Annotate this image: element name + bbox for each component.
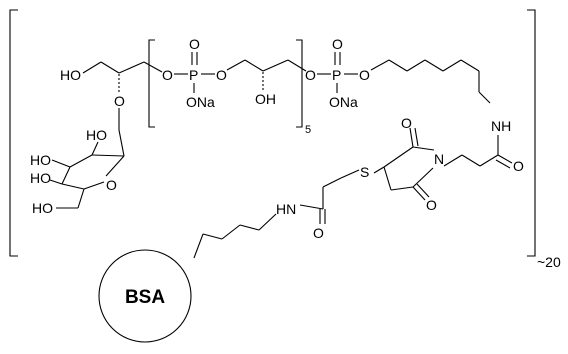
atom-ho-top: HO: [60, 67, 81, 83]
bond: [91, 141, 99, 156]
backbone: HO O O P O ONa O OH O P O ONa O: [60, 36, 370, 110]
bond: [443, 154, 463, 167]
atom-s-thioether: S: [360, 164, 369, 180]
atom-o-double-1: O: [189, 36, 200, 52]
inner-bracket-right: [296, 39, 303, 128]
atom-o-carbonyl-2: O: [313, 225, 324, 241]
bond: [143, 61, 163, 73]
bond: [478, 91, 491, 104]
atom-o-ester-2: O: [305, 67, 316, 83]
bond: [412, 167, 434, 188]
bond-double: [416, 183, 430, 198]
atom-o-link-2: O: [359, 67, 370, 83]
bond: [340, 169, 360, 179]
atom-nh-amide-1: NH: [491, 118, 511, 134]
bond: [118, 129, 125, 157]
bond: [51, 159, 71, 168]
bond: [262, 59, 289, 72]
atom-ho-sugar-3: HO: [30, 170, 51, 186]
bond: [83, 181, 105, 190]
atom-n-maleimide: N: [434, 151, 444, 167]
bond: [258, 213, 277, 231]
outer-bracket-right: [527, 9, 536, 257]
atom-ona-2: ONa: [329, 94, 358, 110]
bond: [193, 233, 204, 259]
bond: [287, 59, 307, 72]
atom-o-ester-1: O: [162, 67, 173, 83]
bond: [118, 61, 145, 74]
atom-o-glyco: O: [114, 93, 125, 109]
bond: [442, 59, 462, 72]
bond-double: [412, 186, 426, 201]
thioether-linker: S O HN: [193, 164, 369, 259]
bond: [61, 166, 71, 185]
inner-bracket-left: [148, 39, 155, 128]
atom-ona-1: ONa: [186, 94, 215, 110]
bond: [69, 154, 93, 168]
bond: [239, 224, 260, 231]
outer-repeat-count: ~20: [537, 254, 561, 270]
atom-ho-sugar-4: HO: [32, 200, 53, 216]
bond: [77, 188, 85, 209]
bond: [388, 59, 408, 72]
bond: [82, 61, 102, 74]
bond: [244, 59, 264, 72]
atom-o-carbonyl-1: O: [513, 158, 524, 174]
atom-ho-sugar-2: HO: [30, 152, 51, 168]
outer-bracket-left: [9, 9, 18, 257]
bond: [202, 233, 223, 240]
atom-o-ring: O: [106, 177, 117, 193]
bond: [221, 224, 241, 240]
atom-p-1: P: [189, 67, 198, 83]
bond: [91, 154, 125, 157]
bond-double: [497, 154, 513, 164]
bsa-label: BSA: [125, 287, 165, 308]
inner-repeat-bracket: 5: [148, 39, 311, 136]
bond: [105, 155, 125, 177]
bond: [383, 166, 392, 191]
bond: [406, 59, 426, 72]
bond: [49, 179, 63, 185]
atom-hn-amide-2: HN: [276, 201, 296, 217]
bond: [383, 146, 414, 168]
bond: [226, 59, 246, 71]
bsa-protein: BSA: [98, 249, 192, 343]
atom-oh-backbone: OH: [255, 91, 276, 107]
bond: [460, 59, 480, 72]
atom-o-imide-bottom: O: [426, 197, 437, 213]
atom-o-link-1: O: [216, 67, 227, 83]
atom-o-imide-top: O: [401, 115, 412, 131]
hexyl-spacer: NH O: [370, 59, 524, 174]
bond: [390, 186, 414, 191]
bond: [424, 59, 444, 72]
bond: [479, 154, 499, 167]
bond-double: [409, 127, 414, 148]
bond: [412, 146, 435, 151]
bond-double: [495, 159, 511, 169]
atom-ho-sugar-top: HO: [86, 127, 107, 143]
succinimide: N O O: [373, 115, 444, 213]
bond: [373, 166, 385, 174]
bond-double: [414, 127, 419, 147]
atom-o-double-2: O: [332, 36, 343, 52]
bond: [370, 59, 390, 71]
atom-p-2: P: [332, 67, 341, 83]
bond: [100, 61, 120, 74]
bond: [61, 183, 85, 190]
bond: [461, 154, 481, 167]
bond: [299, 204, 324, 210]
bsa-circle: [98, 249, 192, 343]
outer-repeat-bracket: ~20: [9, 9, 561, 270]
inner-repeat-count: 5: [305, 124, 311, 136]
mannose-sugar: O HO HO HO HO: [30, 108, 125, 216]
bond: [322, 177, 342, 188]
